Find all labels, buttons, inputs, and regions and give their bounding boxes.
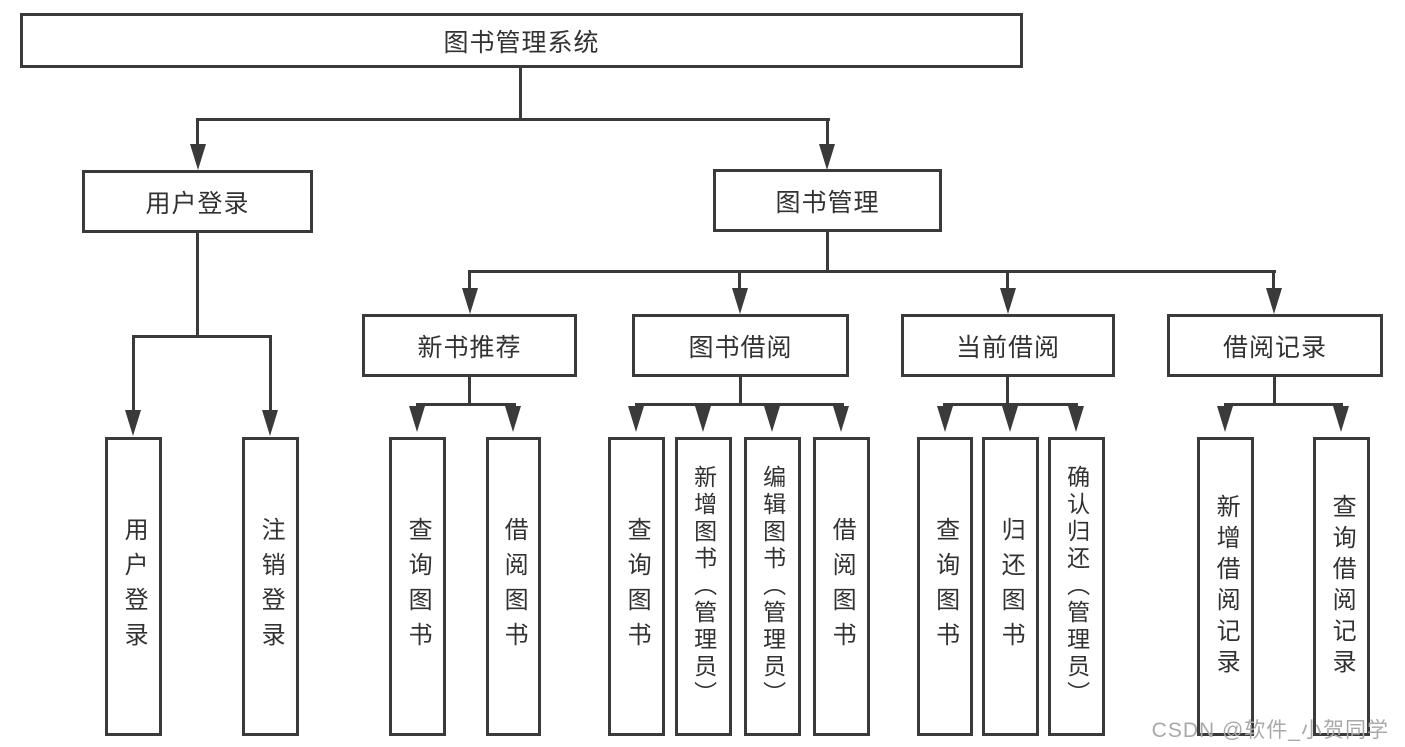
- connector-mgmt-bar: [468, 270, 1276, 273]
- leaf-query-books-borrow: 查询图书: [608, 437, 665, 736]
- connector-recommend-bar: [416, 403, 516, 406]
- leaf-user-login-label: 用户登录: [120, 516, 148, 657]
- connector-root-right-drop: [826, 118, 829, 146]
- arrowhead-borrow-records: [1266, 288, 1282, 314]
- connector-current-bar: [943, 403, 1078, 406]
- connector-borrow-stem: [739, 377, 742, 405]
- arrowhead-add-book: [695, 406, 711, 432]
- leaf-return-book: 归还图书: [982, 437, 1039, 736]
- connector-records-bar: [1224, 403, 1343, 406]
- arrowhead-new-book-recommend: [462, 288, 478, 314]
- leaf-add-book-admin-label: 新增图书（管理员）: [690, 465, 717, 708]
- arrowhead-query-books-3: [937, 406, 953, 432]
- connector-root-left-drop: [196, 118, 199, 146]
- arrowhead-user-login: [190, 144, 206, 170]
- arrowhead-query-books-1: [409, 406, 425, 432]
- node-user-login-label: 用户登录: [145, 189, 250, 218]
- node-new-book-recommend: 新书推荐: [362, 314, 577, 377]
- connector-login-drop-2: [269, 335, 272, 412]
- leaf-query-books-current-label: 查询图书: [931, 516, 959, 657]
- leaf-confirm-return-admin-label: 确认归还（管理员）: [1063, 465, 1090, 708]
- node-borrow-records-label: 借阅记录: [1222, 333, 1327, 362]
- connector-mgmt-drop-2: [738, 270, 741, 290]
- arrowhead-add-borrow-record: [1217, 406, 1233, 432]
- connector-root-stem: [519, 68, 522, 118]
- arrowhead-borrow-books-2: [833, 406, 849, 432]
- arrowhead-leaf-logout: [262, 410, 278, 436]
- leaf-add-borrow-record: 新增借阅记录: [1197, 437, 1254, 736]
- leaf-borrow-books-2-label: 借阅图书: [828, 516, 856, 657]
- arrowhead-query-borrow-record: [1333, 406, 1349, 432]
- leaf-add-book-admin: 新增图书（管理员）: [675, 437, 732, 736]
- arrowhead-leaf-user-login: [125, 410, 141, 436]
- leaf-borrow-books-recommend-label: 借阅图书: [500, 516, 528, 657]
- node-library-system-label: 图书管理系统: [443, 28, 600, 57]
- connector-mgmt-drop-1: [468, 270, 471, 290]
- node-book-borrow-label: 图书借阅: [688, 333, 793, 362]
- leaf-query-books-current: 查询图书: [917, 437, 973, 736]
- connector-mgmt-stem: [826, 232, 829, 272]
- leaf-confirm-return-admin: 确认归还（管理员）: [1048, 437, 1105, 736]
- leaf-query-books-borrow-label: 查询图书: [623, 516, 651, 657]
- node-library-system: 图书管理系统: [20, 13, 1023, 68]
- connector-login-drop-1: [132, 335, 135, 412]
- arrowhead-borrow-books-1: [505, 406, 521, 432]
- leaf-return-book-label: 归还图书: [997, 516, 1025, 657]
- connector-current-stem: [1006, 377, 1009, 405]
- node-borrow-records: 借阅记录: [1167, 314, 1383, 377]
- leaf-query-borrow-record-label: 查询借阅记录: [1328, 493, 1356, 680]
- leaf-logout: 注销登录: [242, 437, 299, 736]
- leaf-borrow-books-2: 借阅图书: [813, 437, 870, 736]
- leaf-user-login: 用户登录: [105, 437, 162, 736]
- leaf-query-books-recommend: 查询图书: [389, 437, 446, 736]
- node-current-borrow-label: 当前借阅: [955, 333, 1060, 362]
- node-user-login: 用户登录: [82, 170, 313, 233]
- csdn-watermark: CSDN @软件_小贺同学: [1151, 719, 1389, 742]
- connector-login-stem: [196, 233, 199, 335]
- arrowhead-current-borrow: [1000, 288, 1016, 314]
- arrowhead-edit-book: [764, 406, 780, 432]
- leaf-query-books-recommend-label: 查询图书: [404, 516, 432, 657]
- node-book-management-label: 图书管理: [775, 188, 880, 217]
- node-book-borrow: 图书借阅: [632, 314, 849, 377]
- arrowhead-return-book: [1002, 406, 1018, 432]
- connector-records-stem: [1273, 377, 1276, 405]
- arrowhead-confirm-return: [1068, 406, 1084, 432]
- connector-recommend-stem: [468, 377, 471, 405]
- leaf-query-borrow-record: 查询借阅记录: [1313, 437, 1370, 736]
- connector-login-bar: [132, 335, 272, 338]
- node-book-management: 图书管理: [713, 169, 942, 232]
- connector-borrow-bar: [635, 403, 844, 406]
- arrowhead-book-borrow: [732, 288, 748, 314]
- arrowhead-query-books-2: [628, 406, 644, 432]
- leaf-borrow-books-recommend: 借阅图书: [486, 437, 541, 736]
- leaf-edit-book-admin: 编辑图书（管理员）: [744, 437, 801, 736]
- leaf-logout-label: 注销登录: [257, 516, 285, 657]
- node-current-borrow: 当前借阅: [901, 314, 1115, 377]
- connector-root-bar: [197, 118, 830, 121]
- node-new-book-recommend-label: 新书推荐: [417, 333, 522, 362]
- arrowhead-book-management: [819, 144, 835, 170]
- leaf-add-borrow-record-label: 新增借阅记录: [1212, 493, 1240, 680]
- leaf-edit-book-admin-label: 编辑图书（管理员）: [759, 465, 786, 708]
- connector-mgmt-drop-4: [1272, 270, 1275, 290]
- connector-mgmt-drop-3: [1006, 270, 1009, 290]
